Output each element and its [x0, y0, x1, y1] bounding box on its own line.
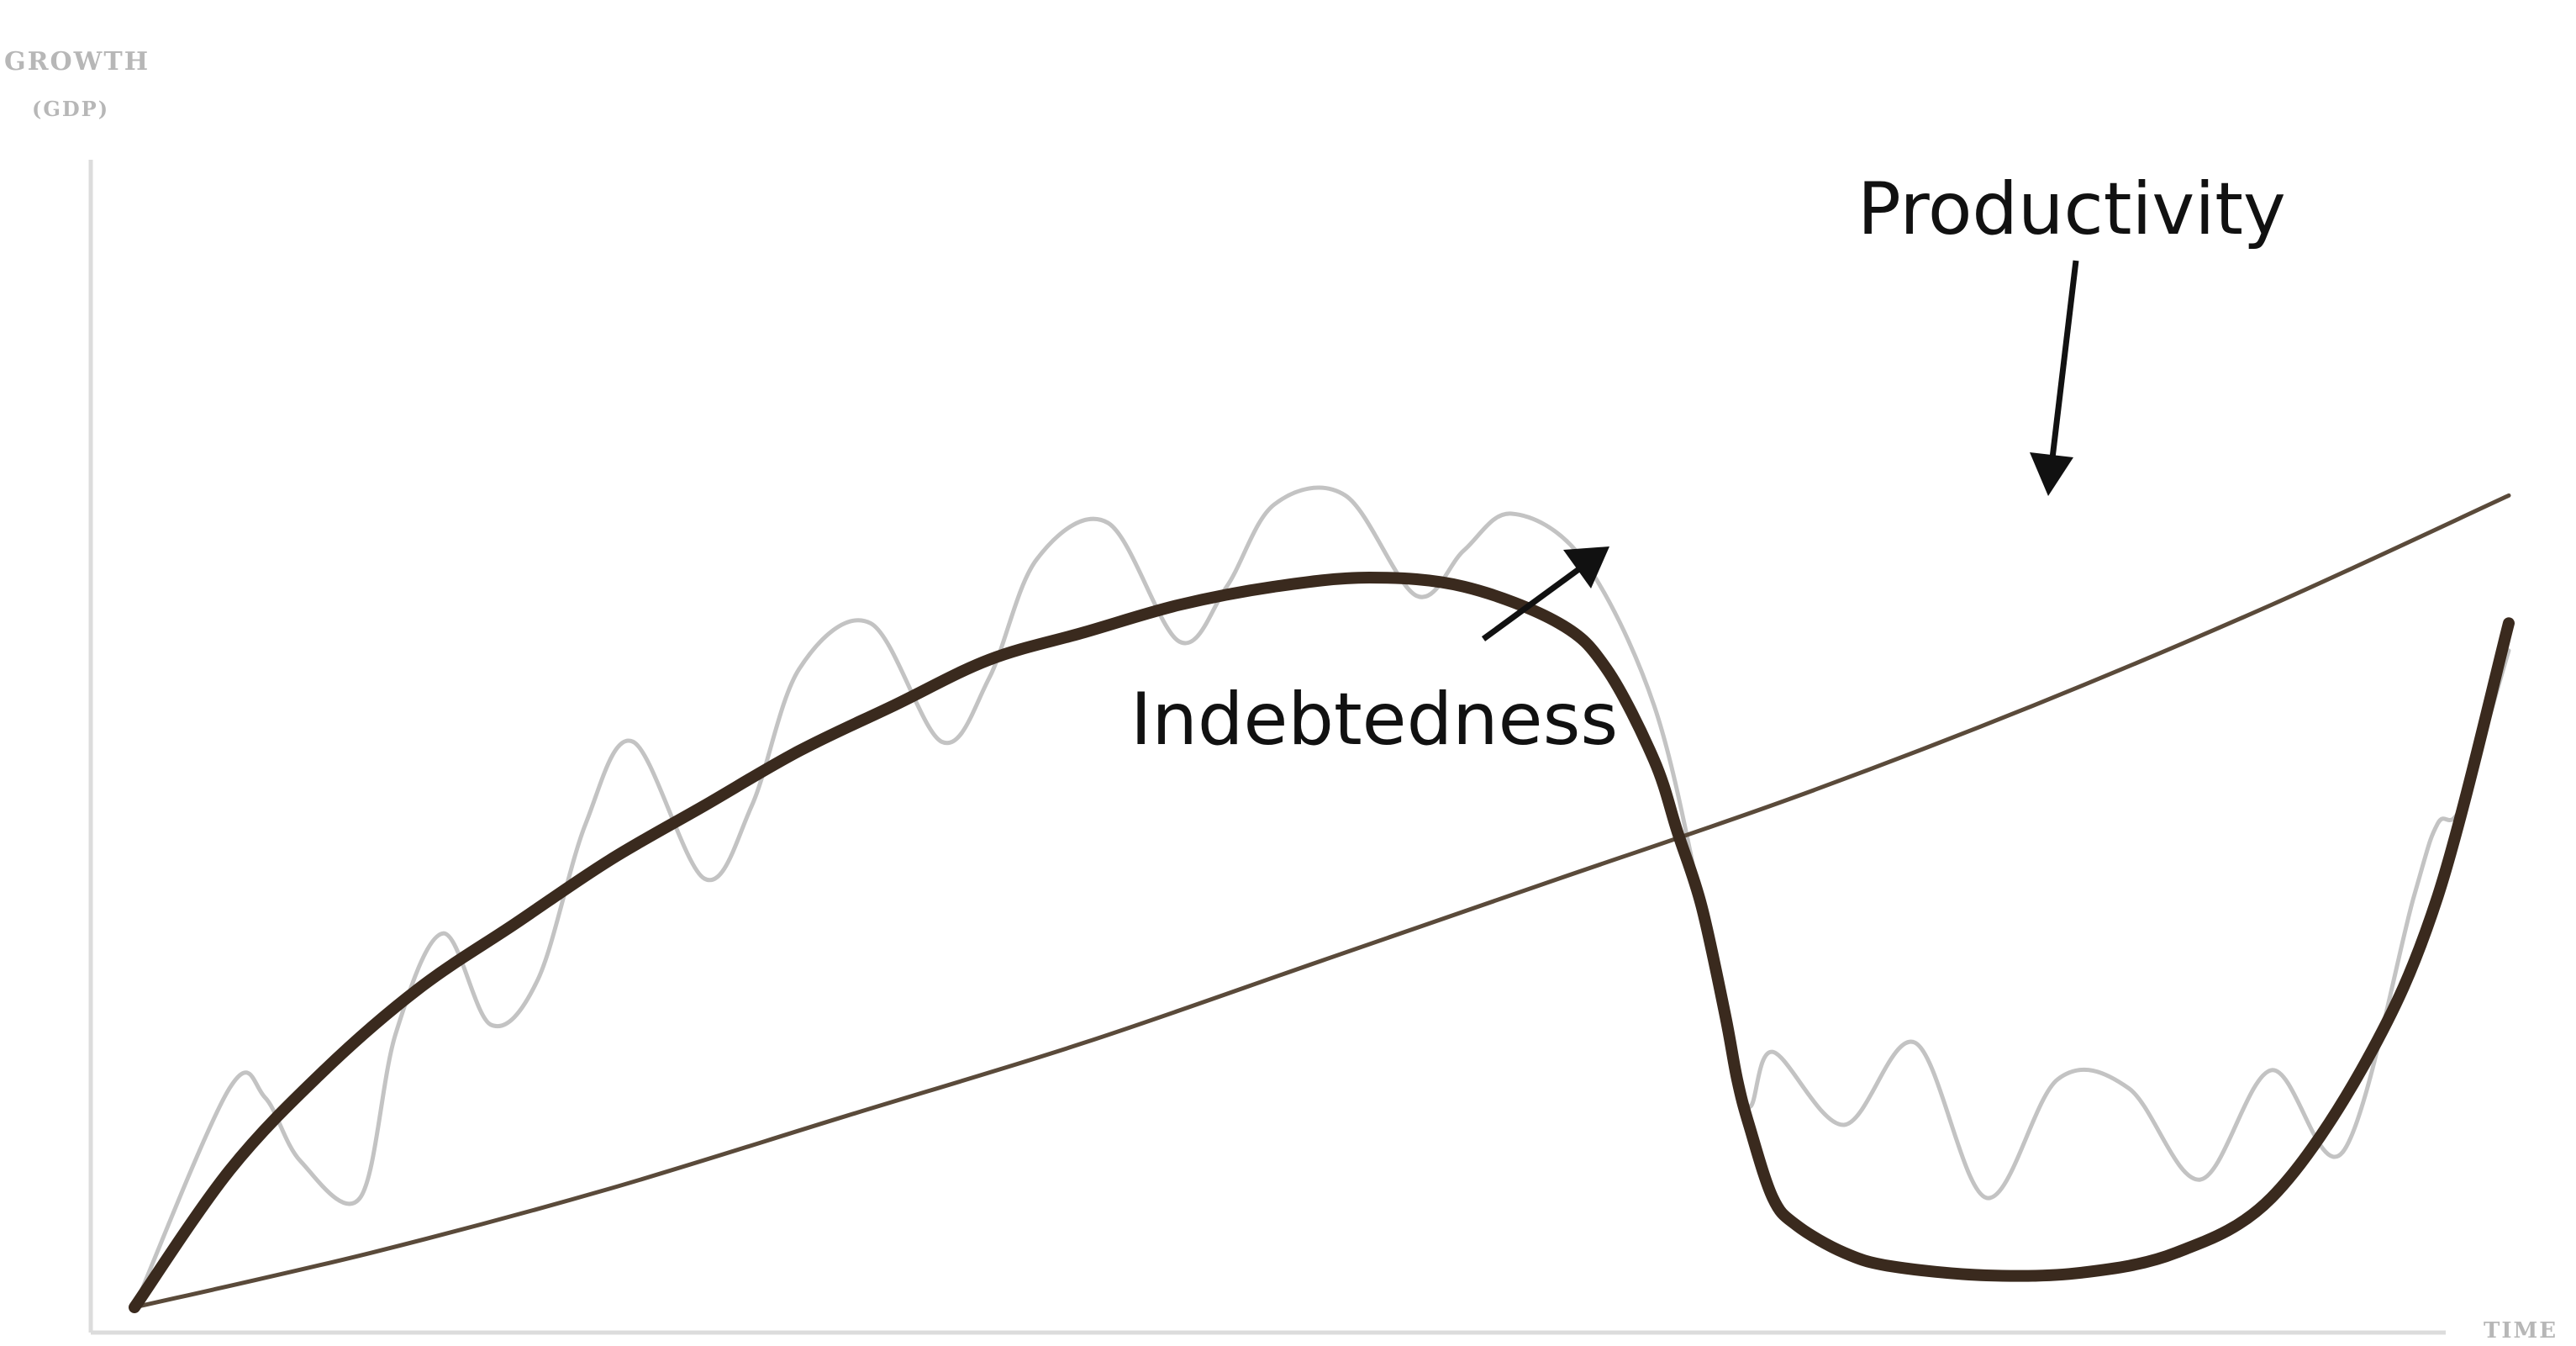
indebtedness-arrow-head [1563, 546, 1609, 589]
productivity-annotation: Productivity [1857, 167, 2286, 496]
indebtedness-arrow-shaft [1481, 566, 1583, 641]
productivity-line [132, 493, 2511, 1310]
plot-area [129, 485, 2515, 1313]
x-axis-label: TIME [2484, 1318, 2558, 1343]
productivity-label: Productivity [1857, 167, 2286, 251]
productivity-arrow-shaft [2049, 260, 2079, 459]
y-axis-sublabel: (GDP) [32, 97, 109, 121]
growth-cycle-line [132, 485, 2511, 1310]
productivity-arrow-head [2030, 452, 2073, 496]
indebtedness-annotation: Indebtedness [1130, 546, 1618, 762]
y-axis-label: GROWTH [4, 47, 150, 77]
indebtedness-label: Indebtedness [1130, 678, 1618, 762]
indebtedness-line [129, 572, 2515, 1313]
